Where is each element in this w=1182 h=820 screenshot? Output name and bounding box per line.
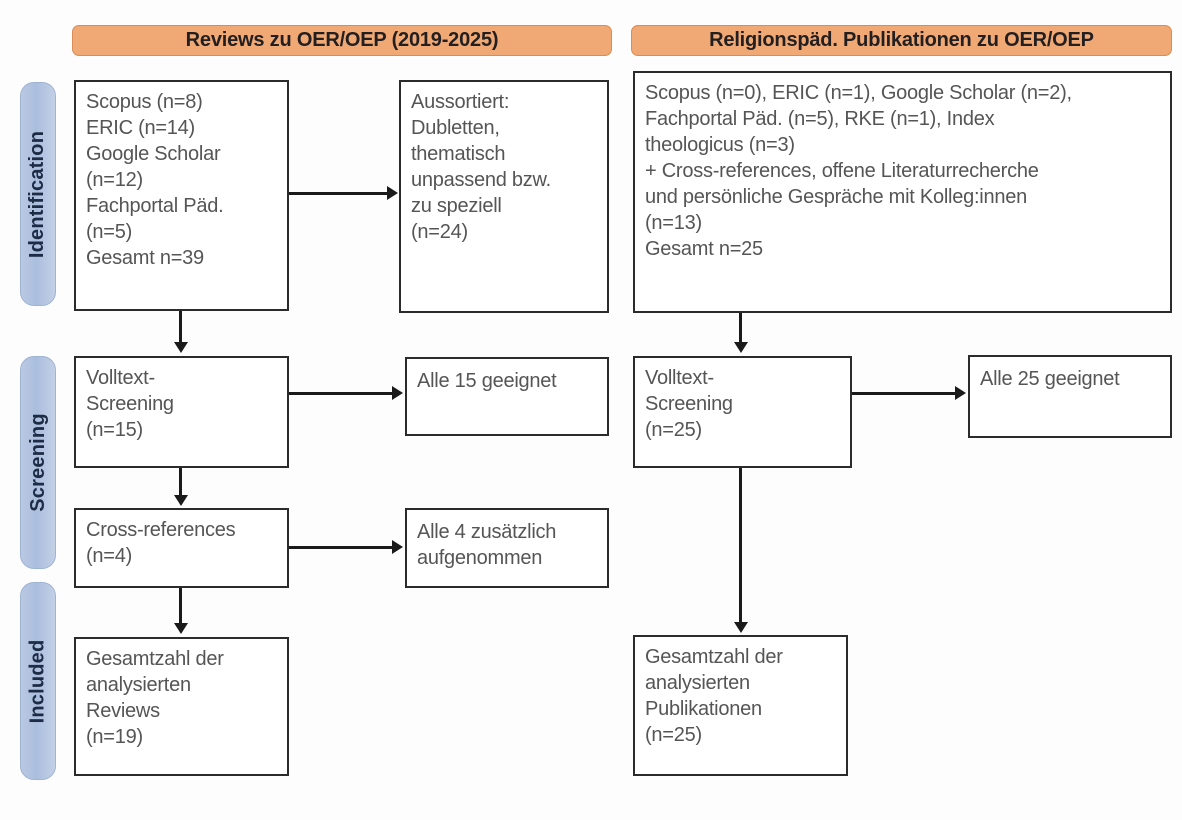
- connector-left-crossrefs-to-included: [179, 588, 182, 625]
- arrowhead-left-fulltext-to-crossrefs: [174, 495, 188, 506]
- arrowhead-left-sources-to-fulltext: [174, 342, 188, 353]
- box-right-identification-sources: Scopus (n=0), ERIC (n=1), Google Scholar…: [633, 71, 1172, 313]
- arrowhead-left-sources-to-excluded: [387, 186, 398, 200]
- connector-left-crossrefs-to-result: [289, 546, 393, 549]
- arrowhead-left-crossrefs-to-included: [174, 623, 188, 634]
- box-left-included-total: Gesamtzahl der analysierten Reviews (n=1…: [74, 637, 289, 776]
- box-right-screening-fulltext: Volltext- Screening (n=25): [633, 356, 852, 468]
- arrowhead-right-sources-to-fulltext: [734, 342, 748, 353]
- connector-right-sources-to-fulltext: [739, 313, 742, 344]
- box-left-screening-fulltext: Volltext- Screening (n=15): [74, 356, 289, 468]
- box-right-included-total: Gesamtzahl der analysierten Publikatione…: [633, 635, 848, 776]
- arrowhead-left-crossrefs-to-result: [392, 540, 403, 554]
- column-header-reviews: Reviews zu OER/OEP (2019-2025): [72, 25, 612, 56]
- stage-label-identification: Identification: [20, 82, 56, 306]
- stage-label-screening: Screening: [20, 356, 56, 569]
- connector-left-sources-to-excluded: [289, 192, 388, 195]
- connector-left-fulltext-to-result: [289, 392, 393, 395]
- connector-right-fulltext-to-result: [852, 392, 956, 395]
- box-left-identification-sources: Scopus (n=8) ERIC (n=14) Google Scholar …: [74, 80, 289, 311]
- stage-label-identification-text: Identification: [26, 130, 49, 258]
- box-left-identification-excluded: Aussortiert: Dubletten, thematisch unpas…: [399, 80, 609, 313]
- box-left-screening-crossrefs: Cross-references (n=4): [74, 508, 289, 588]
- column-header-religionspaed: Religionspäd. Publikationen zu OER/OEP: [631, 25, 1172, 56]
- arrowhead-right-fulltext-to-result: [955, 386, 966, 400]
- stage-label-included-text: Included: [26, 639, 49, 723]
- arrowhead-left-fulltext-to-result: [392, 386, 403, 400]
- box-left-screening-crossrefs-result: Alle 4 zusätzlich aufgenommen: [405, 508, 609, 588]
- arrowhead-right-fulltext-to-included: [734, 622, 748, 633]
- connector-left-sources-to-fulltext: [179, 311, 182, 344]
- stage-label-screening-text: Screening: [26, 413, 49, 512]
- connector-right-fulltext-to-included: [739, 468, 742, 624]
- connector-left-fulltext-to-crossrefs: [179, 468, 182, 497]
- stage-label-included: Included: [20, 582, 56, 780]
- box-left-screening-fulltext-result: Alle 15 geeignet: [405, 357, 609, 436]
- box-right-screening-fulltext-result: Alle 25 geeignet: [968, 355, 1172, 438]
